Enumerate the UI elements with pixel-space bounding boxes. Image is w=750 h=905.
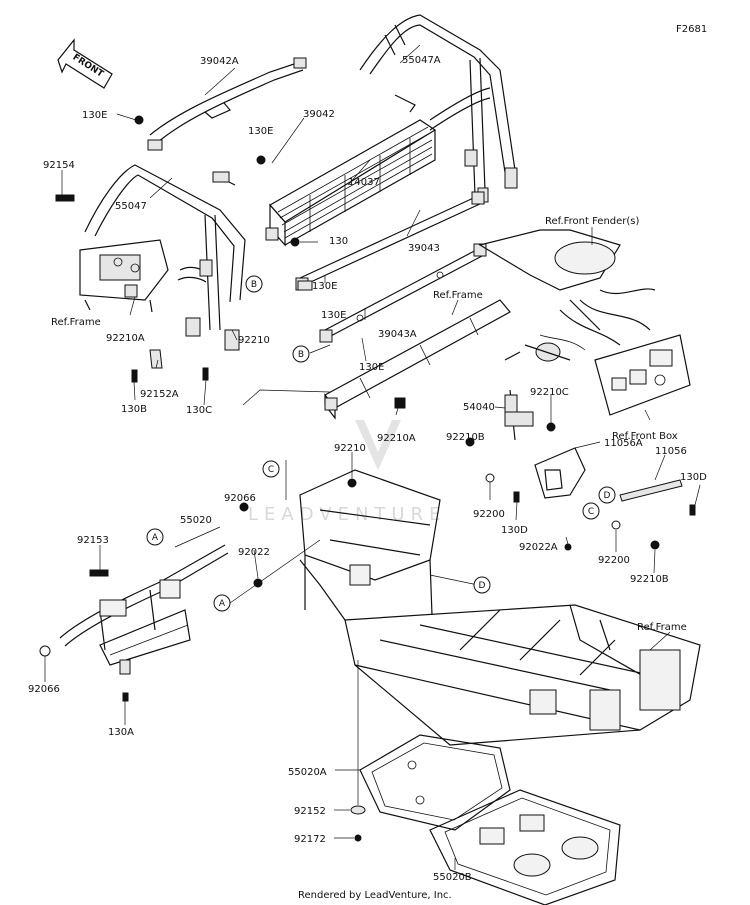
label-130C: 130C: [186, 405, 212, 416]
svg-text:D: D: [479, 581, 486, 591]
label-39042A: 39042A: [200, 56, 239, 67]
label-92210A-1: 92210A: [106, 333, 145, 344]
label-130E-4: 130E: [321, 310, 346, 321]
label-55020: 55020: [180, 515, 212, 526]
front-arrow-icon: FRONT: [57, 38, 113, 89]
svg-text:C: C: [268, 465, 274, 475]
bed-lower-frame: [324, 299, 511, 420]
svg-text:D: D: [604, 491, 611, 501]
main-chassis-frame: [299, 469, 701, 746]
svg-text:A: A: [152, 533, 159, 543]
watermark-text: LEADVENTURE: [248, 504, 446, 525]
label-ref-frame-1: Ref.Frame: [51, 317, 101, 328]
label-92066-2: 92066: [28, 684, 60, 695]
label-14037: 14037: [348, 177, 380, 188]
callout-circle-C-1: C: [262, 460, 280, 478]
label-55047A: 55047A: [402, 55, 441, 66]
callout-circle-B-2: B: [292, 345, 310, 363]
callout-circle-A-2: A: [213, 594, 231, 612]
label-ref-front-box: Ref.Front Box: [612, 431, 678, 442]
bracket-11056A: [534, 447, 586, 499]
label-130-1: 130: [329, 236, 348, 247]
label-130A: 130A: [108, 727, 134, 738]
svg-text:C: C: [588, 507, 594, 517]
label-130E-5: 130E: [359, 362, 384, 373]
watermark-logo: [355, 420, 401, 470]
credit-text: Rendered by LeadVenture, Inc.: [298, 890, 452, 901]
part-labels: 39042A 55047A 130E 39042 130E 92154 5504…: [28, 55, 707, 883]
side-rail-39043A: [319, 243, 487, 343]
label-92172: 92172: [294, 834, 326, 845]
label-92210-1: 92210: [238, 335, 270, 346]
callout-circle-A-1: A: [146, 528, 164, 546]
label-11056A: 11056A: [604, 438, 643, 449]
label-130E-3: 130E: [312, 281, 337, 292]
label-92210B-2: 92210B: [630, 574, 669, 585]
label-130E-2: 130E: [248, 126, 273, 137]
svg-text:A: A: [219, 599, 226, 609]
svg-text:B: B: [298, 350, 304, 360]
label-39042: 39042: [303, 109, 335, 120]
wiring-harness: [539, 288, 656, 351]
callout-circle-C-2: C: [582, 502, 600, 520]
fasteners: [39, 115, 696, 842]
winch-54040: [504, 342, 571, 441]
label-92200-2: 92200: [598, 555, 630, 566]
label-92200-1: 92200: [473, 509, 505, 520]
front-box-dash: [594, 334, 691, 416]
skid-plate-55020B: [429, 789, 621, 905]
label-92022: 92022: [238, 547, 270, 558]
callout-circle-D-2: D: [473, 576, 491, 594]
svg-text:B: B: [251, 280, 257, 290]
leader-lines: [44, 44, 701, 870]
label-92066-1: 92066: [224, 493, 256, 504]
label-92210C: 92210C: [530, 387, 569, 398]
label-92210B-1: 92210B: [446, 432, 485, 443]
crossbar-39043: [295, 191, 485, 291]
front-fender: [478, 229, 621, 291]
figure-code: F2681: [676, 24, 707, 35]
label-130E-1: 130E: [82, 110, 107, 121]
label-ref-front-fender: Ref.Front Fender(s): [545, 216, 640, 227]
label-92154: 92154: [43, 160, 75, 171]
label-92152A: 92152A: [140, 389, 179, 400]
label-54040: 54040: [463, 402, 495, 413]
label-11056: 11056: [655, 446, 687, 457]
label-130D-1: 130D: [680, 472, 707, 483]
roof-rail-39042A: [147, 57, 307, 151]
label-92152: 92152: [294, 806, 326, 817]
label-39043: 39043: [408, 243, 440, 254]
label-92022A: 92022A: [519, 542, 558, 553]
callout-circle-B-1: B: [245, 275, 263, 293]
label-39043A: 39043A: [378, 329, 417, 340]
label-130B: 130B: [121, 404, 147, 415]
label-ref-frame-3: Ref.Frame: [637, 622, 687, 633]
strap-11056: [619, 479, 683, 502]
front-rops-55047: [84, 164, 246, 351]
callout-circle-D-1: D: [598, 486, 616, 504]
label-55020A: 55020A: [288, 767, 327, 778]
rear-rops-55047A: [359, 14, 518, 203]
label-92153: 92153: [77, 535, 109, 546]
label-92210-2: 92210: [334, 443, 366, 454]
bed-panel-39042: [212, 94, 437, 247]
label-ref-frame-2: Ref.Frame: [433, 290, 483, 301]
label-130D-2: 130D: [501, 525, 528, 536]
label-92210A-2: 92210A: [377, 433, 416, 444]
rops-mount-bracket: [79, 239, 169, 313]
skid-plate-55020A: [359, 734, 511, 831]
label-55020B: 55020B: [433, 872, 472, 883]
label-55047: 55047: [115, 201, 147, 212]
front-bumper-55020: [59, 544, 229, 675]
